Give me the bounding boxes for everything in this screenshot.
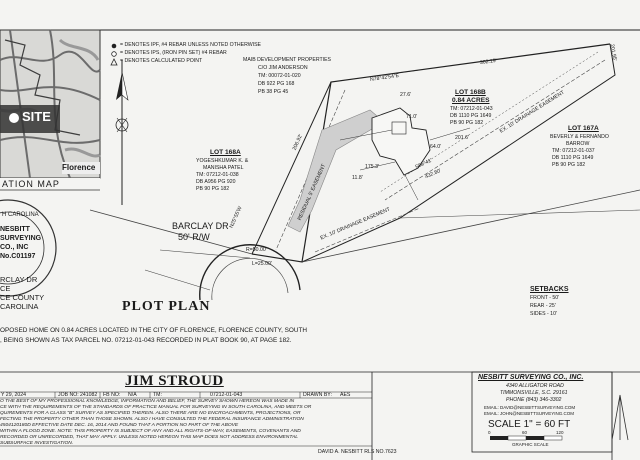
lot-167a-title: LOT 167A — [568, 125, 599, 132]
maib-line-2: C/O JIM ANDERSON — [258, 65, 308, 71]
dim-64: 64.0' — [430, 144, 442, 150]
company-email-2: EMAIL: JOHN@NESBITTSURVEYING.COM — [484, 411, 574, 416]
job-no-label: JOB NO: — [58, 392, 79, 398]
dim-201: 201.6' — [455, 135, 469, 141]
seal-line-1: NESBITT — [0, 226, 30, 233]
tm-label: TM: — [153, 392, 162, 398]
lot-168a-title: LOT 168A — [210, 149, 241, 156]
maib-line-1: MAIB DEVELOPMENT PROPERTIES — [243, 57, 332, 63]
seal-line-2: SURVEYING — [0, 235, 42, 242]
graphic-scale — [490, 435, 563, 441]
company-email-1: EMAIL: DAVID@NESBITTSURVEYING.COM — [484, 405, 576, 410]
dim-71: 71.0' — [406, 114, 418, 120]
fb-label: FB NO: — [103, 392, 121, 398]
setbacks-sides: SIDES - 10' — [530, 311, 557, 317]
dim-arc2: L=25.00' — [252, 261, 272, 267]
lot-168a-line-2: MANISHA PATEL — [203, 165, 244, 171]
cert-5: 4504120180D EFFECTIVE DATE DEC. 16, 2014… — [0, 423, 239, 428]
fb-value: N/A — [128, 392, 137, 398]
vicinity-caption: ATION MAP — [2, 179, 60, 189]
open-dot-icon — [111, 51, 117, 57]
seal-arc: H CAROLINA — [2, 212, 39, 218]
description-line-2: , BEING SHOWN AS TAX PARCEL NO. 07212-01… — [0, 337, 292, 344]
title-block-lines — [0, 371, 613, 460]
cul-de-sac — [144, 244, 301, 301]
surveyor-seal — [0, 199, 57, 297]
cert-4: FECTING THE PROPERTY OTHER THAN THOSE SH… — [0, 417, 304, 422]
lot-167a-line-2: BARROW — [566, 141, 590, 147]
cert-8: SUBSURFACE INVESTIGATION. — [0, 441, 74, 446]
dim-118: 11.8' — [352, 175, 363, 181]
graphic-scale-label: GRAPHIC SCALE — [512, 442, 549, 447]
company-city: TIMMONSVILLE, S.C. 29161 — [500, 390, 568, 396]
dim-175: 175.3' — [365, 164, 379, 170]
site-marker-icon — [9, 113, 19, 123]
seal-line-3: CO., INC — [0, 244, 29, 251]
lot-168a-line-1: YOGESHKUMAR K. & — [196, 158, 249, 164]
lot-168b-area: 0.84 ACRES — [452, 97, 490, 104]
scale-tick-60: 60 — [522, 430, 528, 435]
job-no: 241082 — [80, 392, 98, 398]
lot-168a-line-5: PB 90 PG 182 — [196, 186, 230, 192]
setbacks-title: SETBACKS — [530, 286, 569, 293]
address-line-3: CE COUNTY — [0, 293, 45, 302]
legend-ipf: = DENOTES IPF, #4 REBAR UNLESS NOTED OTH… — [120, 42, 262, 48]
lot-167a-line-1: BEVERLY & FERNANDO — [550, 134, 609, 140]
company-address: 4340 ALLIGATOR ROAD — [506, 383, 564, 389]
drawn-label: DRAWN BY: — [303, 392, 332, 398]
company-phone: PHONE (843) 346-3302 — [506, 397, 562, 403]
setbacks-front: FRONT - 50' — [530, 295, 560, 301]
proposed-house — [287, 107, 471, 233]
owner-name: JIM STROUD — [125, 373, 224, 389]
lot-168b-line-2: DB 1110 PG 1649 — [450, 113, 492, 119]
benchmark-icon — [611, 394, 629, 441]
seal-line-4: No.C01197 — [0, 253, 36, 260]
signature: DAVID A. NESBITT RLS NO.7623 — [318, 449, 397, 455]
city-label: Florence — [62, 163, 96, 172]
address-line-2: CE — [0, 284, 11, 293]
legend-calc: = DENOTES CALCULATED POINT — [120, 58, 203, 64]
cert-2: CE WITH THE REQUIREMENTS OF THE STANDARD… — [0, 405, 312, 410]
drawn-value: AES — [340, 392, 351, 398]
maib-line-5: PB 38 PG 45 — [258, 89, 289, 95]
maib-line-3: TM: 00072-01-020 — [258, 73, 301, 79]
scale-tick-120: 120 — [556, 430, 564, 435]
tm-value: 07212-01-043 — [210, 392, 243, 398]
lot-167a-line-5: PB 90 PG 182 — [552, 162, 586, 168]
legend-ips: = DENOTES IPS, (IRON PIN SET) #4 REBAR — [120, 50, 227, 56]
cert-1: O THE BEST OF MY PROFESSIONAL KNOWLEDGE,… — [0, 399, 295, 404]
company-name: NESBITT SURVEYING CO., INC. — [478, 374, 584, 381]
cert-3: QUIREMENTS FOR A CLASS "B" SURVEY AS SPE… — [0, 411, 301, 416]
maib-line-4: DB 922 PG 168 — [258, 81, 295, 87]
setbacks-rear: REAR - 25' — [530, 303, 556, 309]
lot-168a-line-3: TM: 07212-01-038 — [196, 172, 239, 178]
lot-168b-line-1: TM: 07212-01-043 — [450, 106, 493, 112]
description-line-1: OPOSED HOME ON 0.84 ACRES LOCATED IN THE… — [0, 327, 308, 334]
lot-167a-line-4: DB 1110 PG 1649 — [552, 155, 594, 161]
dim-arc: R=50.00' — [246, 247, 267, 253]
address-line-1: RCLAY DR — [0, 275, 38, 284]
lot-168a-line-4: DB A956 PG 920 — [196, 179, 236, 185]
scale-label: SCALE 1" = 60 FT — [488, 419, 571, 430]
triangle-icon — [110, 58, 118, 66]
site-label: SITE — [22, 109, 51, 124]
date: Y 29, 2024 — [1, 392, 27, 398]
cert-6: WITHIN A FLOOD ZONE. NOTE: THIS PROPERTY… — [0, 429, 301, 434]
north-arrow-icon — [115, 60, 129, 205]
lot-168b-line-3: PB 90 PG 182 — [450, 120, 484, 126]
lot-168b-title: LOT 168B — [455, 89, 486, 96]
vicinity-map — [0, 29, 101, 191]
cert-7: RECORDED OR UNRECORDED, THAT MAY APPLY. … — [0, 435, 298, 440]
road-name: BARCLAY DR — [172, 221, 229, 231]
plot-plan-title: PLOT PLAN — [122, 299, 211, 314]
lot-167a-line-3: TM: 07212-01-037 — [552, 148, 595, 154]
road-row: 50' R/W — [178, 232, 210, 242]
filled-dot-icon — [111, 43, 117, 49]
dim-front: 27.6' — [400, 92, 412, 98]
scale-tick-0: 0 — [488, 430, 491, 435]
address-line-4: CAROLINA — [0, 302, 39, 311]
